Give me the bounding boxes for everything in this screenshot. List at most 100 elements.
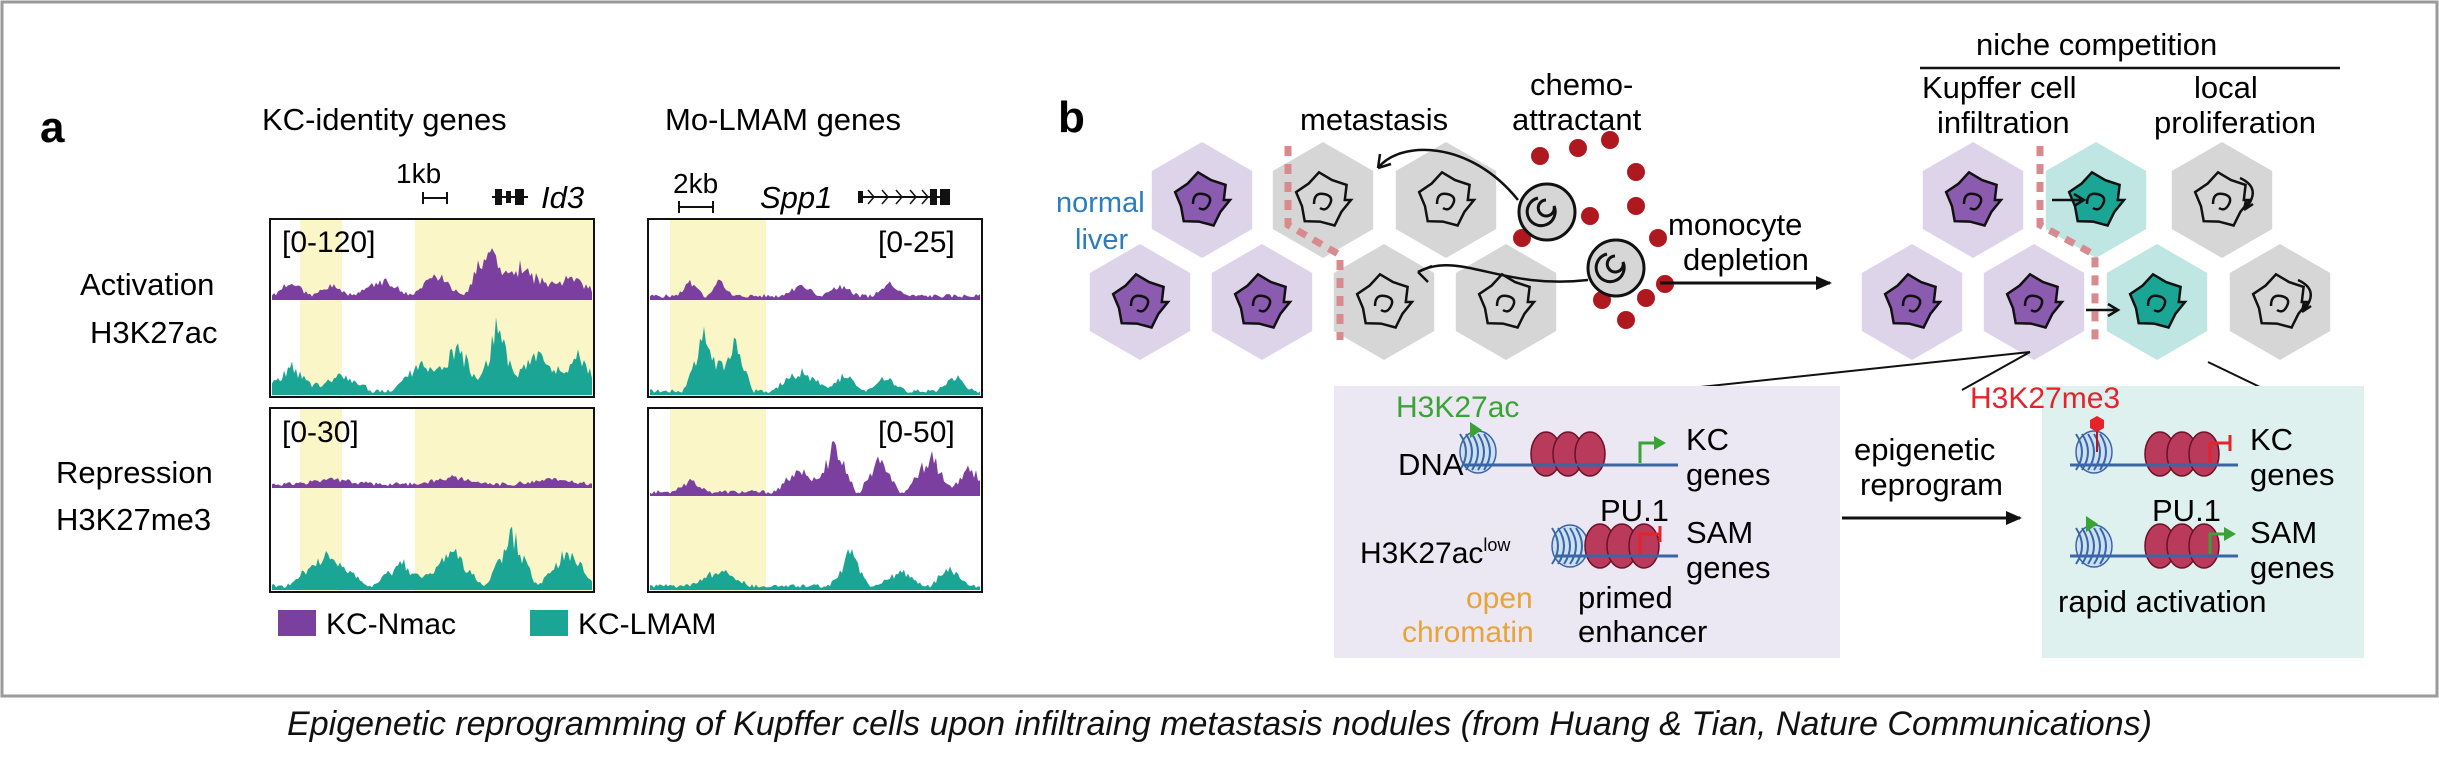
label-h3k27ac-low: H3K27aclow [1360,535,1511,570]
pu1-complex-icon-2 [1584,523,1660,569]
figure-svg: a KC-identity genes Mo-LMAM genes 1kb Id… [0,0,2439,698]
label-chemo: chemo- [1530,67,1633,102]
chemoattractant-dot [1649,229,1667,247]
label-infiltration: infiltration [1937,105,2070,140]
chemoattractant-dot [1569,139,1587,157]
repressed-gene-mark-icon [1638,526,1662,554]
nucleosome-icon [1459,422,1497,474]
track-border [647,218,983,398]
label-depletion: depletion [1683,242,1809,277]
signal-kc-nmac [650,441,980,496]
label-enhancer: enhancer [1578,614,1707,649]
chemoattractant-dot [1513,229,1531,247]
figure-caption: Epigenetic reprogramming of Kupffer cell… [287,705,2152,743]
active-gene-arrowhead-icon [2224,527,2236,541]
gene-spp1: Spp1 [760,180,832,215]
liver-cell-gray-icon [1333,244,1435,360]
liver-cell-purple-icon [1089,244,1191,360]
liver-cell-gray-icon [1455,244,1557,360]
legend-swatch-nmac [278,610,316,636]
label-chromatin: chromatin [1402,616,1534,649]
label-kc-genes-right-1: KC [2250,422,2293,457]
label-sam-genes-right-2: genes [2250,550,2334,585]
signal-kc-lmam [272,526,592,590]
connector-line-right [2207,361,2263,389]
track-highlight [300,220,342,396]
pu1-complex-icon-3 [2144,431,2220,477]
label-liver: liver [1075,224,1129,256]
label-dna: DNA [1398,447,1464,482]
monocyte-icon-2 [1586,238,1646,298]
id3-gene-model-icon [492,189,528,205]
liver-cell-gray-icon [2171,142,2273,258]
col2-title: Mo-LMAM genes [665,102,901,137]
row2-title-line2: H3K27me3 [56,502,211,537]
infiltration-arrow-1 [2052,192,2087,208]
label-kupffer: Kupffer cell [1922,70,2077,105]
range-label-2: [0-25] [878,226,955,259]
h3k27me3-mark-icon [2090,416,2104,452]
liver-cell-gray-icon [1395,142,1497,258]
metastasis-boundary-right [2036,146,2099,340]
col1-title: KC-identity genes [262,102,507,137]
liver-cells [1089,142,2331,360]
label-normal: normal [1056,187,1145,219]
label-metastasis: metastasis [1300,102,1448,137]
migration-arrow-1 [1377,148,1519,201]
chemoattractant-dot [1581,207,1599,225]
scale-bar-2kb [678,201,714,213]
track-lmam-activation [647,218,983,398]
box-kc-nmac-mechanism [1334,386,1840,658]
label-primed: primed [1578,580,1673,615]
legend-swatch-lmam [530,610,568,636]
label-epigenetic: epigenetic [1854,432,1995,467]
label-local: local [2194,70,2258,105]
liver-cell-teal-icon [2106,244,2208,360]
label-kc-genes-right-2: genes [2250,457,2334,492]
row1-title-line2: H3K27ac [90,315,218,350]
nucleosome-icon-3 [2075,430,2113,474]
range-label-3: [0-30] [282,416,359,449]
liver-cell-purple-icon [1211,244,1313,360]
panel-b-label: b [1058,93,1085,142]
pu1-complex-icon-4 [2144,523,2220,569]
liver-cell-gray-icon [2229,244,2331,360]
row2-title-line1: Repression [56,455,213,490]
monocyte-icon [1517,182,1577,242]
panel-a-label: a [40,103,65,152]
pu1-complex-icon [1530,431,1606,477]
label-kc-genes-left-1: KC [1686,422,1729,457]
chemoattractant-dot [1617,311,1635,329]
track-border [647,407,983,593]
scale-bar-1kb [422,192,448,204]
label-sam-genes-left-2: genes [1686,550,1770,585]
label-reprogram: reprogram [1860,467,2003,502]
signal-kc-nmac [272,474,592,488]
label-attractant: attractant [1512,102,1642,137]
track-highlight [670,409,766,591]
liver-cell-teal-icon [2045,142,2147,258]
signal-kc-lmam [650,549,980,590]
signal-kc-lmam [650,326,980,395]
chemoattractant-dot [1627,163,1645,181]
label-h3k27me3: H3K27me3 [1970,382,2120,415]
chemoattractant-dot [1637,289,1655,307]
legend-label-lmam: KC-LMAM [578,608,716,641]
range-label-1: [0-120] [282,226,375,259]
row1-title-line1: Activation [80,267,214,302]
spp1-gene-model-icon [858,189,950,205]
range-label-4: [0-50] [878,416,955,449]
label-proliferation: proliferation [2154,105,2316,140]
label-sam-genes-left-1: SAM [1686,515,1753,550]
chemoattractant-dots [1513,131,1674,329]
label-pu1-right: PU.1 [2152,493,2221,528]
gene-id3: Id3 [541,180,584,215]
liver-cell-gray-icon [1272,142,1374,258]
track-border [269,407,595,593]
label-open: open [1466,582,1533,615]
liver-cell-purple-icon [1151,142,1253,258]
chemoattractant-dot [1531,147,1549,165]
track-kc-repression [269,407,595,593]
label-h3k27ac: H3K27ac [1396,391,1519,424]
